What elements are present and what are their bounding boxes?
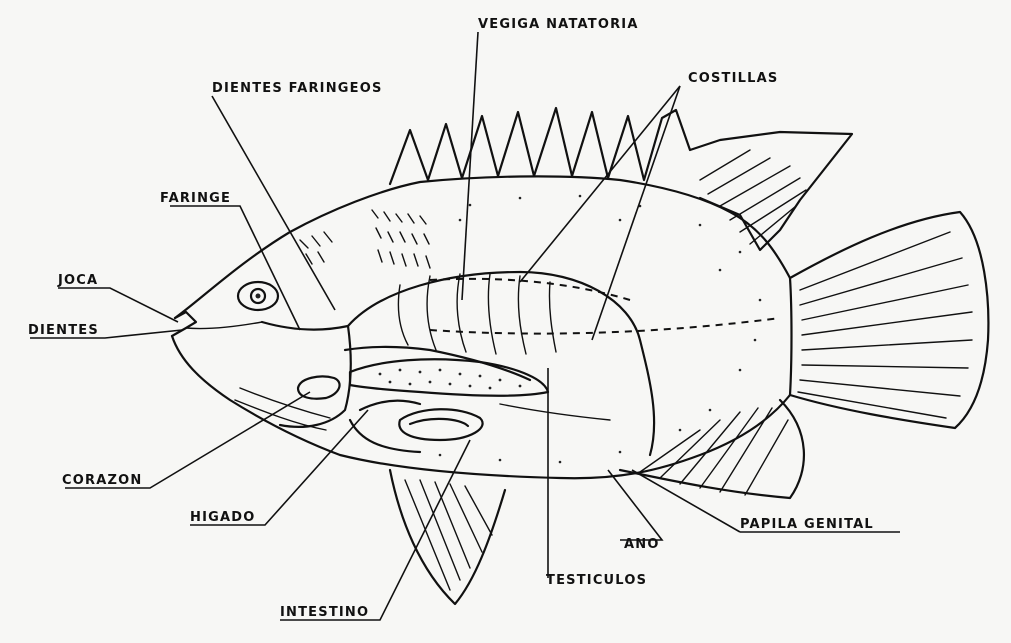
eye-center — [256, 294, 261, 299]
label-vegiga-natatoria: VEGIGA NATATORIA — [478, 17, 639, 32]
label-dientes: DIENTES — [28, 323, 99, 338]
label-higado: HIGADO — [190, 510, 256, 525]
label-costillas: COSTILLAS — [688, 71, 778, 86]
label-papila-genital: PAPILA GENITAL — [740, 517, 874, 532]
label-ano: ANO — [624, 537, 660, 552]
label-boca: JOCA — [57, 273, 98, 288]
label-testiculos: TESTICULOS — [546, 573, 647, 588]
label-intestino: INTESTINO — [280, 605, 369, 620]
label-faringe: FARINGE — [160, 191, 231, 206]
label-corazon: CORAZON — [62, 473, 142, 488]
label-dientes-faringeos: DIENTES FARINGEOS — [212, 81, 383, 96]
